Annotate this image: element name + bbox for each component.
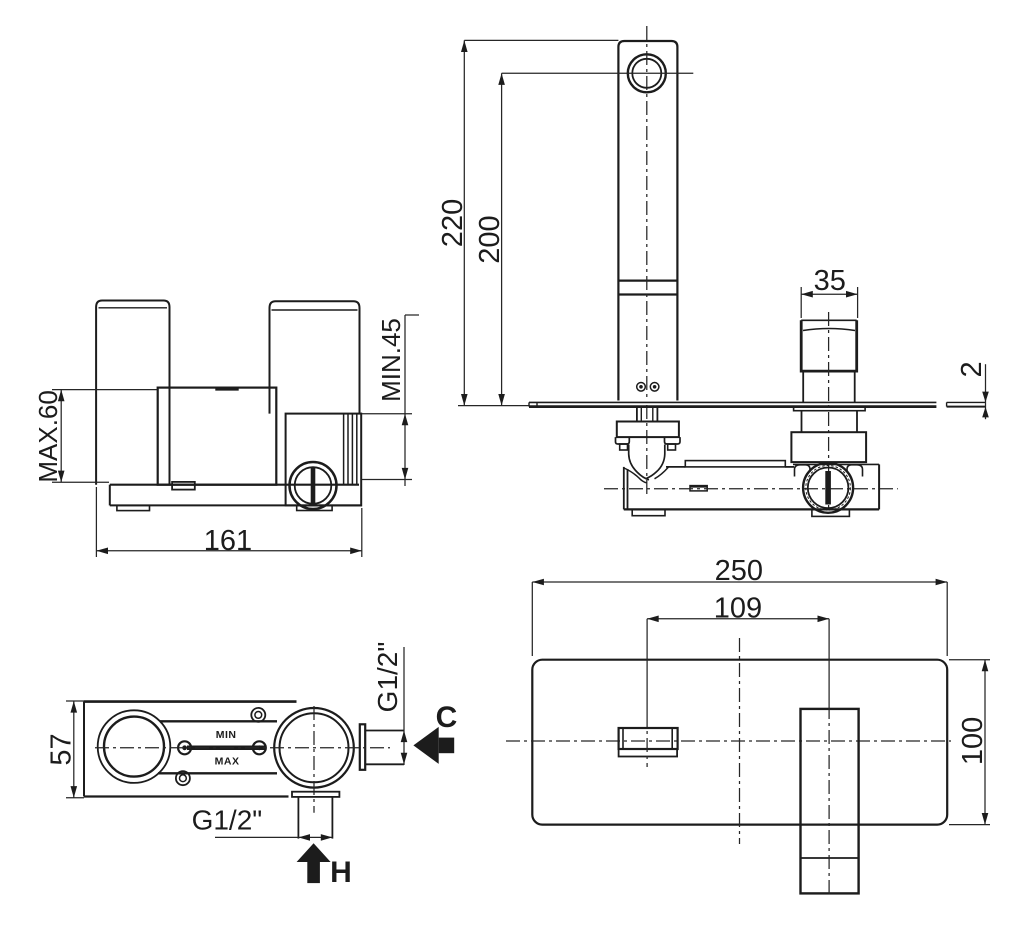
svg-text:MAX.60: MAX.60 xyxy=(33,390,63,483)
svg-text:G1/2": G1/2" xyxy=(372,642,403,713)
svg-text:200: 200 xyxy=(474,215,506,263)
svg-text:100: 100 xyxy=(957,717,989,765)
svg-text:C: C xyxy=(436,701,458,734)
svg-text:MAX: MAX xyxy=(215,756,240,768)
svg-text:G1/2": G1/2" xyxy=(192,805,263,836)
svg-text:161: 161 xyxy=(204,525,252,557)
svg-text:H: H xyxy=(330,856,352,889)
svg-text:35: 35 xyxy=(814,265,846,297)
svg-text:MIN.45: MIN.45 xyxy=(376,318,406,402)
svg-text:2: 2 xyxy=(956,361,988,377)
svg-text:57: 57 xyxy=(46,733,78,765)
svg-text:109: 109 xyxy=(714,593,762,625)
svg-text:250: 250 xyxy=(715,555,763,587)
svg-text:MIN: MIN xyxy=(216,729,237,741)
svg-text:220: 220 xyxy=(437,199,469,247)
